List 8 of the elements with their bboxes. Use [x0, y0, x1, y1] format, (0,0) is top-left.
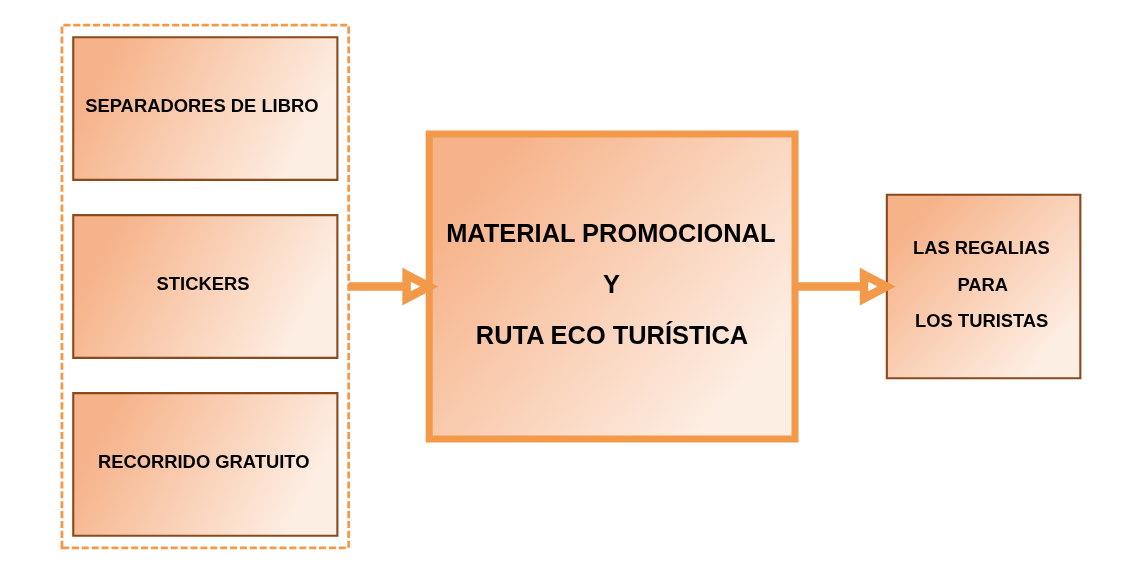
node-box: LAS REGALIAS PARA LOS TURISTAS	[885, 193, 1082, 380]
node-box: RECORRIDO GRATUITO	[72, 392, 339, 537]
node-box: SEPARADORES DE LIBRO	[72, 36, 339, 181]
node-box: MATERIAL PROMOCIONAL Y RUTA ECO TURÍSTICA	[425, 130, 799, 443]
arrow	[348, 267, 439, 306]
cluster	[60, 23, 351, 550]
node-box: STICKERS	[72, 214, 339, 359]
arrow	[795, 267, 896, 306]
